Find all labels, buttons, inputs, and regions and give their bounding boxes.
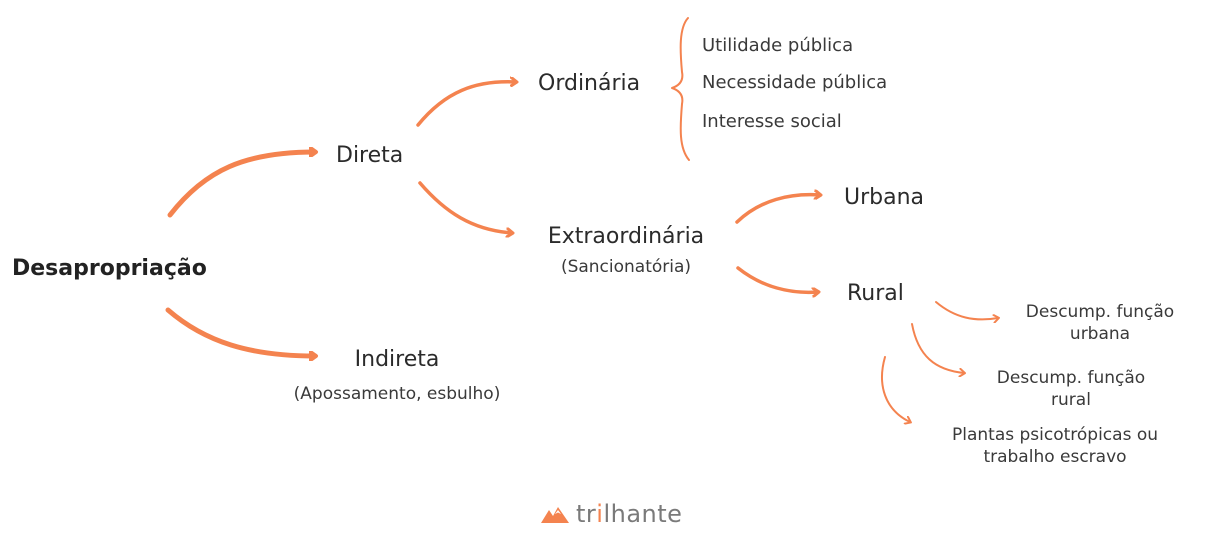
root-node: Desapropriação <box>12 256 207 281</box>
ordinaria-item: Utilidade pública <box>702 35 854 56</box>
arrow-extra-to-urbana <box>735 195 820 224</box>
extraordinaria-note: (Sancionatória) <box>560 257 692 277</box>
logo: trilhante <box>540 500 682 528</box>
arrow-root-to-direta <box>167 152 315 218</box>
rural-branch-rural: Descump. função rural <box>997 367 1145 411</box>
brace <box>671 17 690 161</box>
urbana-node: Urbana <box>844 185 925 210</box>
arrow-extra-to-rural <box>736 266 818 292</box>
rural-branch-urbana: Descump. função urbana <box>1026 301 1174 345</box>
rural-branch-line: rural <box>1051 390 1091 410</box>
rural-branch-line: Descump. função <box>1025 302 1175 322</box>
rural-branch-plantas: Plantas psicotrópicas ou trabalho escrav… <box>952 424 1158 468</box>
rural-node: Rural <box>847 281 904 306</box>
arrow-rural-to-urbana-branch <box>935 301 998 319</box>
arrow-direta-to-ordinaria <box>416 82 516 127</box>
ordinaria-item: Necessidade pública <box>702 72 888 93</box>
mountain-icon <box>541 507 569 523</box>
logo-text-pre: tr <box>576 500 597 528</box>
arrow-direta-to-extraordinaria <box>418 181 512 233</box>
rural-branch-line: Plantas psicotrópicas ou <box>951 425 1159 445</box>
logo-text-accent: i <box>596 500 604 528</box>
ordinaria-node: Ordinária <box>538 71 641 96</box>
rural-branch-line: urbana <box>1069 324 1131 344</box>
logo-wordmark: trilhante <box>576 500 682 528</box>
extraordinaria-node: Extraordinária <box>547 224 705 249</box>
rural-branch-line: Descump. função <box>996 368 1146 388</box>
arrow-root-to-indireta <box>165 307 315 356</box>
arrow-rural-to-rural-branch <box>911 323 964 373</box>
rural-branch-line: trabalho escravo <box>983 447 1127 467</box>
logo-text-post: lhante <box>603 500 683 528</box>
indireta-node: Indireta <box>354 347 440 372</box>
indireta-note: (Apossamento, esbulho) <box>293 384 501 404</box>
direta-node: Direta <box>336 143 404 168</box>
arrow-rural-to-plantas <box>881 356 910 422</box>
ordinaria-item: Interesse social <box>702 111 842 132</box>
